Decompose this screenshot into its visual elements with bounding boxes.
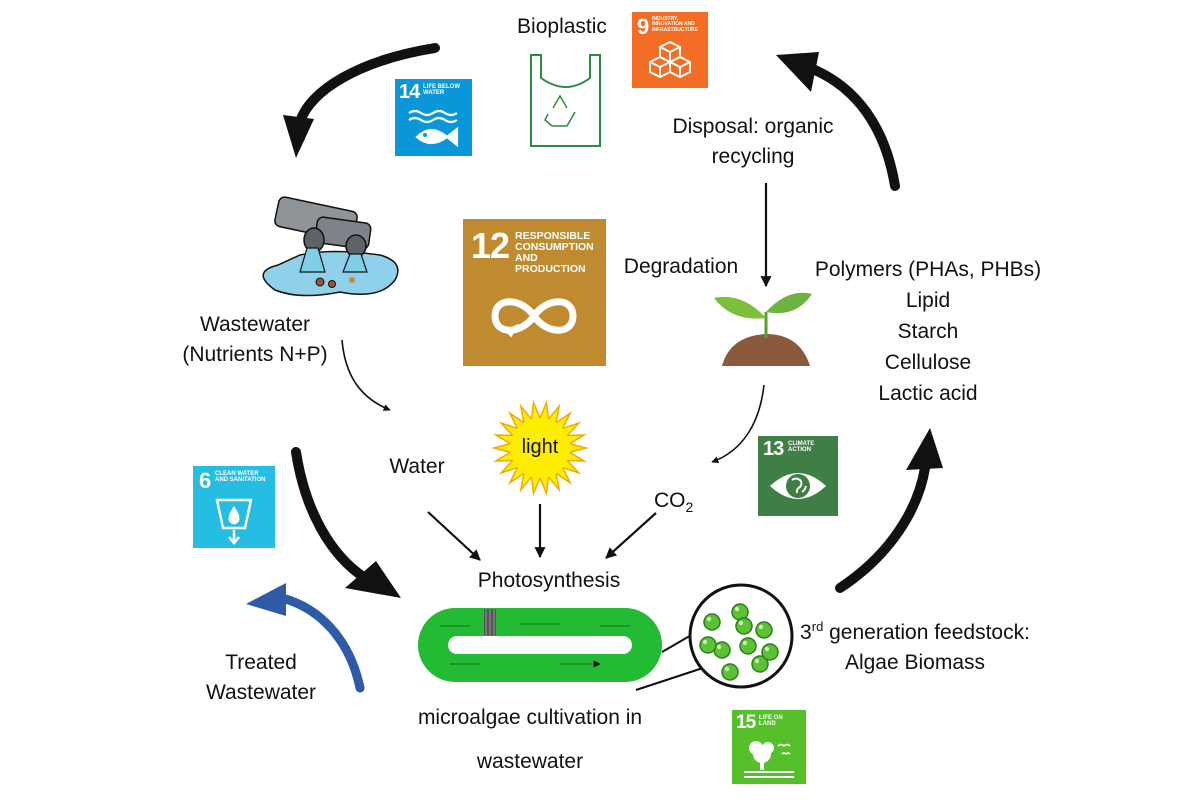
product-item: Lipid <box>905 289 951 312</box>
sdg9-title: Industry, innovation and infrastructure <box>652 16 699 33</box>
cultivation-label-line1: microalgae cultivation in <box>417 706 643 729</box>
product-item: Starch <box>897 320 959 343</box>
sdg13-number: 13 <box>763 438 784 460</box>
cultivation-label: microalgae cultivation in wastewater <box>400 696 660 784</box>
feedstock-text: generation feedstock: <box>823 621 1030 644</box>
product-item: Polymers (PHAs, PHBs) <box>814 258 1042 281</box>
product-item: Lactic acid <box>878 382 978 405</box>
zoom-line-lower <box>635 664 713 691</box>
infinity-loop-icon <box>491 298 577 338</box>
disposal-label: Disposal: organic recycling <box>655 112 851 172</box>
sdg12-title: Responsible consumption and production <box>515 230 594 276</box>
cycle-arrow-top-left <box>283 43 440 158</box>
light-label: light <box>521 436 559 458</box>
sdg15-number: 15 <box>736 712 756 733</box>
fish-icon <box>408 109 459 148</box>
wastewater-label: Wastewater (Nutrients N+P) <box>160 310 350 370</box>
algae-cell <box>699 636 717 654</box>
raceway-pond-icon <box>418 608 662 682</box>
feedstock-label: 3rd generation feedstock: Algae Biomass <box>790 612 1040 678</box>
arrow-wastewater-to-water <box>341 339 391 411</box>
photosynthesis-label: Photosynthesis <box>477 569 621 592</box>
algae-cell-highlight <box>758 624 764 630</box>
arrow-water-to-photosynthesis <box>427 511 481 561</box>
cubes-icon <box>649 40 691 79</box>
sdg14-title: Life below water <box>423 84 460 97</box>
water-label: Water <box>389 455 445 478</box>
bioplastic-bag-icon <box>530 54 601 147</box>
arrow-co2-to-photosynthesis <box>605 512 657 559</box>
treated-wastewater-arrow <box>246 583 365 693</box>
cycle-arrow-top-right <box>776 52 900 191</box>
algae-cell <box>739 637 757 655</box>
treated-wastewater-label: Treated Wastewater <box>186 648 336 708</box>
algae-cells-magnified-icon <box>688 583 794 689</box>
bioplastic-label: Bioplastic <box>517 15 607 38</box>
degradation-label: Degradation <box>623 255 739 278</box>
sdg6-tile: 6 Clean water and sanitation <box>193 466 275 548</box>
magnifier-circle <box>688 583 794 689</box>
co2-label-main: CO <box>654 489 686 512</box>
algae-cell <box>721 663 739 681</box>
feedstock-ordinal: 3 <box>800 621 812 644</box>
wastewater-pipes-icon <box>262 196 399 297</box>
sun-disc <box>510 418 570 478</box>
plant-sprout-icon <box>714 292 812 366</box>
algae-cell-highlight <box>706 616 712 622</box>
cultivation-label-line2: wastewater <box>476 750 584 773</box>
sun-icon <box>491 399 589 497</box>
algae-cell-highlight <box>754 658 760 664</box>
sdg14-tile: 14 Life below water <box>395 79 472 156</box>
wastewater-label-line2: (Nutrients N+P) <box>182 343 328 366</box>
algae-cell <box>761 643 779 661</box>
sdg15-tile: 15 Life on land <box>732 710 806 784</box>
algae-cell-highlight <box>764 646 770 652</box>
tree-bird-icon <box>744 741 794 778</box>
product-item: Cellulose <box>884 351 972 374</box>
sdg9-number: 9 <box>637 14 649 39</box>
algae-cell-highlight <box>738 620 744 626</box>
algae-cell-highlight <box>716 644 722 650</box>
cycle-arrow-bottom-right <box>835 428 943 593</box>
algae-cell <box>755 621 773 639</box>
algae-cell <box>735 617 753 635</box>
feedstock-label-line1: 3rd generation feedstock: <box>790 612 1040 648</box>
sdg15-title: Life on land <box>759 715 783 728</box>
sdg12-number: 12 <box>471 225 510 266</box>
sdg6-title: Clean water and sanitation <box>215 471 266 484</box>
disposal-label-line2: recycling <box>711 145 795 168</box>
algae-cell-highlight <box>742 640 748 646</box>
eye-globe-icon <box>770 473 826 499</box>
sdg9-tile: 9 Industry, innovation and infrastructur… <box>632 12 708 88</box>
wastewater-label-line1: Wastewater <box>199 313 311 336</box>
algae-cell-highlight <box>734 606 740 612</box>
algae-cell-highlight <box>702 639 708 645</box>
feedstock-ordinal-suffix: rd <box>811 619 824 634</box>
water-drop-icon <box>215 498 253 545</box>
co2-label: CO2 <box>654 486 704 522</box>
sdg12-tile: 12 Responsible consumption and productio… <box>463 219 606 366</box>
sdg14-number: 14 <box>399 81 420 103</box>
treated-label-line2: Wastewater <box>205 681 317 704</box>
treated-label-line1: Treated <box>225 651 297 674</box>
co2-label-subscript: 2 <box>685 499 694 516</box>
cycle-arrow-bottom-left <box>291 447 401 598</box>
sdg13-tile: 13 Climate action <box>758 436 838 516</box>
algae-cell <box>703 613 721 631</box>
feedstock-label-line2: Algae Biomass <box>844 651 986 674</box>
sdg6-number: 6 <box>199 468 211 493</box>
disposal-label-line1: Disposal: organic <box>672 115 834 138</box>
algae-cell-highlight <box>724 666 730 672</box>
sdg13-title: Climate action <box>788 441 815 454</box>
arrow-degradation-to-co2 <box>711 384 765 464</box>
